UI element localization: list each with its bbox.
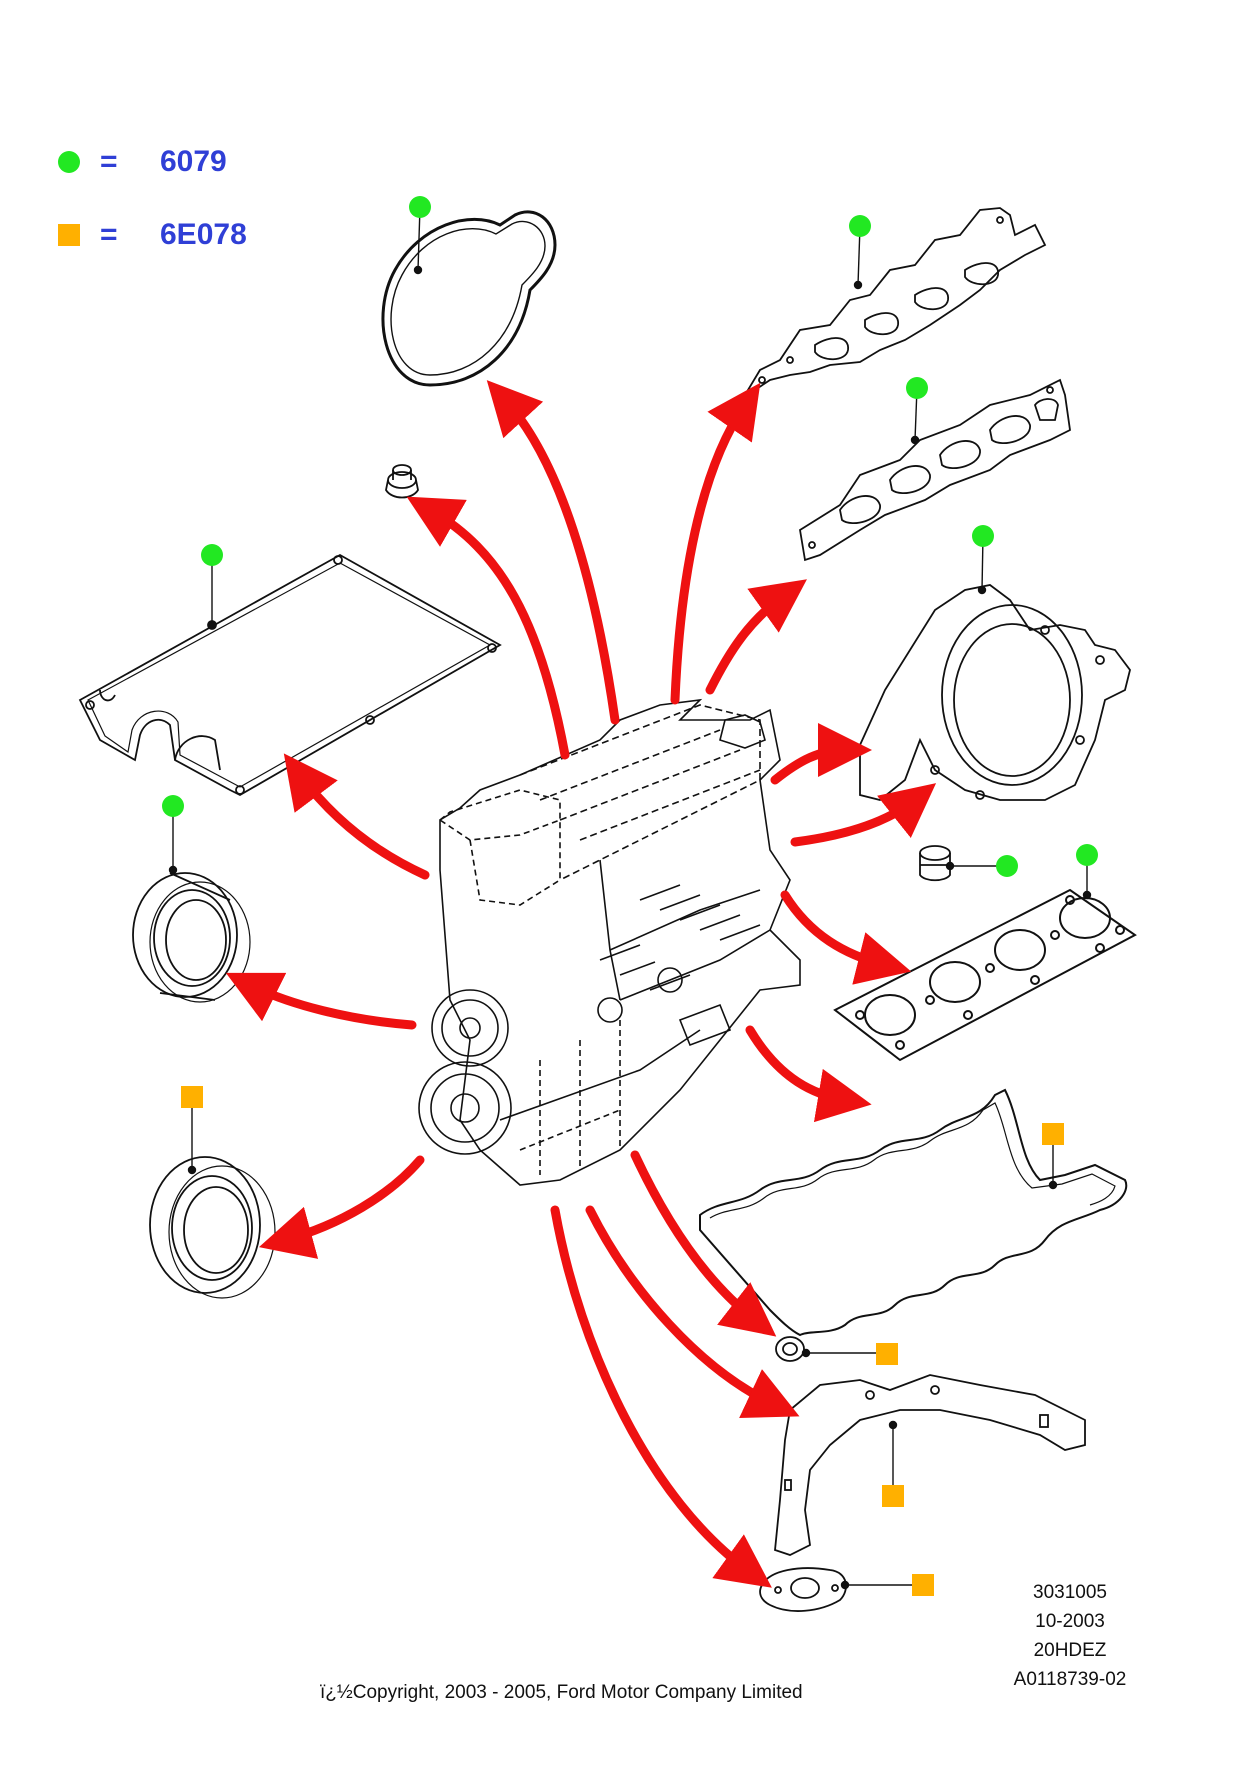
grommet (385, 464, 419, 499)
arrow-to-oil-pan (745, 1025, 872, 1123)
cylinder-head-gasket (833, 888, 1137, 1062)
green-circle-icon (972, 525, 994, 547)
reference-line-2: 10-2003 (1035, 1611, 1105, 1632)
orange-square-icon (1042, 1123, 1064, 1145)
arrow-to-intake-manifold (670, 382, 761, 705)
orange-square-markers (181, 1086, 1064, 1596)
legend-equals: = (100, 145, 118, 178)
reference-block: 3031005 10-2003 20HDEZ A0118739-02 (995, 1578, 1145, 1694)
green-circle-icon (996, 855, 1018, 877)
arrow-to-backplate-lower (790, 783, 937, 847)
arrow-to-backplate-upper (770, 723, 872, 785)
legend-code-6e078: 6E078 (160, 218, 247, 251)
oil-pan-gasket (699, 1088, 1128, 1337)
legend-equals: = (100, 218, 118, 251)
legend-row-circle: = 6079 (58, 145, 227, 179)
green-circle-icon (58, 151, 80, 173)
reference-line-1: 3031005 (1033, 1582, 1107, 1603)
arrow-to-grommet (406, 496, 570, 760)
copyright-text: ï¿½Copyright, 2003 - 2005, Ford Motor Co… (320, 1682, 803, 1703)
water-pump-gasket (381, 210, 557, 387)
arrow-to-small-seal (630, 1150, 777, 1337)
front-oil-seal (132, 872, 251, 1003)
flange-gasket (759, 1567, 847, 1612)
green-circle-icon (409, 196, 431, 218)
orange-square-icon (912, 1574, 934, 1596)
green-circle-icon (1076, 844, 1098, 866)
arrow-to-water-pump (486, 380, 620, 725)
legend-code-6079: 6079 (160, 145, 227, 178)
reference-line-4: A0118739-02 (1013, 1669, 1127, 1690)
legend-row-square: = 6E078 (58, 218, 247, 252)
arrow-to-front-seal (225, 972, 417, 1030)
orange-square-icon (882, 1485, 904, 1507)
cam-cover-gasket (78, 553, 502, 797)
green-circle-markers (162, 196, 1098, 877)
arrow-to-flange (550, 1205, 772, 1588)
arrow-to-bracket (585, 1205, 800, 1419)
callout-leaders (168, 206, 1092, 1590)
green-circle-icon (201, 544, 223, 566)
arrow-to-rear-seal (258, 1155, 425, 1259)
intake-manifold-gasket (742, 207, 1047, 397)
arrow-to-cam-cover (283, 753, 430, 880)
orange-square-icon (876, 1343, 898, 1365)
orange-square-icon (58, 224, 80, 246)
green-circle-icon (849, 215, 871, 237)
bracket-gasket (774, 1374, 1086, 1556)
orange-square-icon (181, 1086, 203, 1108)
reference-line-3: 20HDEZ (1033, 1640, 1107, 1661)
rear-oil-seal (149, 1156, 276, 1299)
arrow-to-head-gasket (780, 890, 912, 985)
green-circle-icon (906, 377, 928, 399)
arrow-to-exhaust-manifold (705, 579, 807, 695)
red-arrows (225, 380, 937, 1588)
green-circle-icon (162, 795, 184, 817)
spark-plug-tube-seal (919, 845, 951, 882)
exhaust-manifold-gasket (799, 378, 1071, 562)
rear-plate-gasket (859, 584, 1131, 801)
oil-seal-small (775, 1336, 805, 1362)
engine-block (418, 698, 801, 1186)
